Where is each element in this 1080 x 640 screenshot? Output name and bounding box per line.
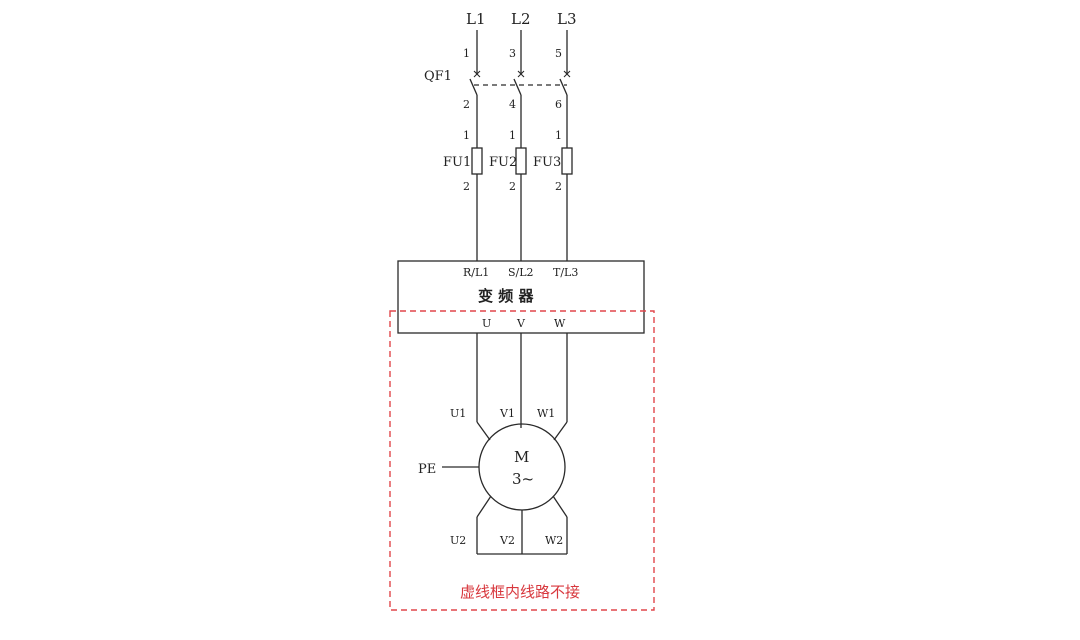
breaker-mark-3b — [563, 70, 571, 78]
fuse-label-fu2: FU2 — [489, 155, 517, 170]
breaker-contact-3 — [559, 78, 568, 96]
breaker-bottom-terminal-4: 4 — [509, 98, 516, 111]
fuse1-top-terminal: 1 — [463, 129, 470, 142]
fuse-label-fu1: FU1 — [443, 155, 471, 170]
fuse-label-fu3: FU3 — [533, 155, 561, 170]
lead-u1 — [476, 421, 491, 441]
phase-label-l2: L2 — [511, 10, 531, 28]
breaker-mark-1b — [473, 70, 481, 78]
fuse-fu2 — [515, 147, 527, 175]
fuse3-bottom-terminal: 2 — [555, 180, 562, 193]
pe-label: PE — [418, 462, 436, 477]
breaker-top-terminal-3: 3 — [509, 47, 516, 60]
motor-terminal-v2: V2 — [499, 534, 515, 547]
fuse-fu3 — [561, 147, 573, 175]
motor-terminal-v1: V1 — [499, 407, 515, 420]
phase-label-l1: L1 — [466, 10, 486, 28]
fuse2-top-terminal: 1 — [509, 129, 516, 142]
breaker-mark-2b — [517, 70, 525, 78]
breaker-bottom-terminal-6: 6 — [555, 98, 562, 111]
fuse-fu1 — [471, 147, 483, 175]
motor-terminal-w1: W1 — [537, 407, 555, 420]
motor-terminal-w2: W2 — [545, 534, 563, 547]
motor-label: M — [514, 448, 529, 466]
breaker-contact-2 — [513, 78, 522, 96]
vfd-input-tl3: T/L3 — [553, 266, 578, 279]
phase-label-l3: L3 — [557, 10, 577, 28]
vfd-output-w: W — [554, 317, 566, 330]
lead-w1 — [553, 421, 568, 441]
motor-terminal-u1: U1 — [450, 407, 466, 420]
vfd-output-u: U — [482, 317, 491, 330]
breaker-bottom-terminal-2: 2 — [463, 98, 470, 111]
dashed-box-note: 虚线框内线路不接 — [460, 583, 580, 601]
vfd-input-rl1: R/L1 — [463, 266, 489, 279]
fuse2-bottom-terminal: 2 — [509, 180, 516, 193]
motor-circle — [478, 423, 566, 511]
vfd-title: 变 频 器 — [478, 287, 534, 305]
motor-subtitle: 3~ — [512, 470, 534, 488]
vfd-output-v: V — [516, 317, 526, 330]
breaker-top-terminal-1: 1 — [463, 47, 470, 60]
lead-u2-diag — [476, 495, 492, 518]
breaker-label: QF1 — [424, 69, 452, 84]
breaker-top-terminal-5: 5 — [555, 47, 562, 60]
vfd-input-sl2: S/L2 — [508, 266, 534, 279]
dashed-exclusion-box — [389, 310, 655, 611]
fuse1-bottom-terminal: 2 — [463, 180, 470, 193]
fuse3-top-terminal: 1 — [555, 129, 562, 142]
breaker-contact-1 — [469, 78, 478, 96]
lead-w2-diag — [552, 495, 568, 518]
motor-terminal-u2: U2 — [450, 534, 466, 547]
